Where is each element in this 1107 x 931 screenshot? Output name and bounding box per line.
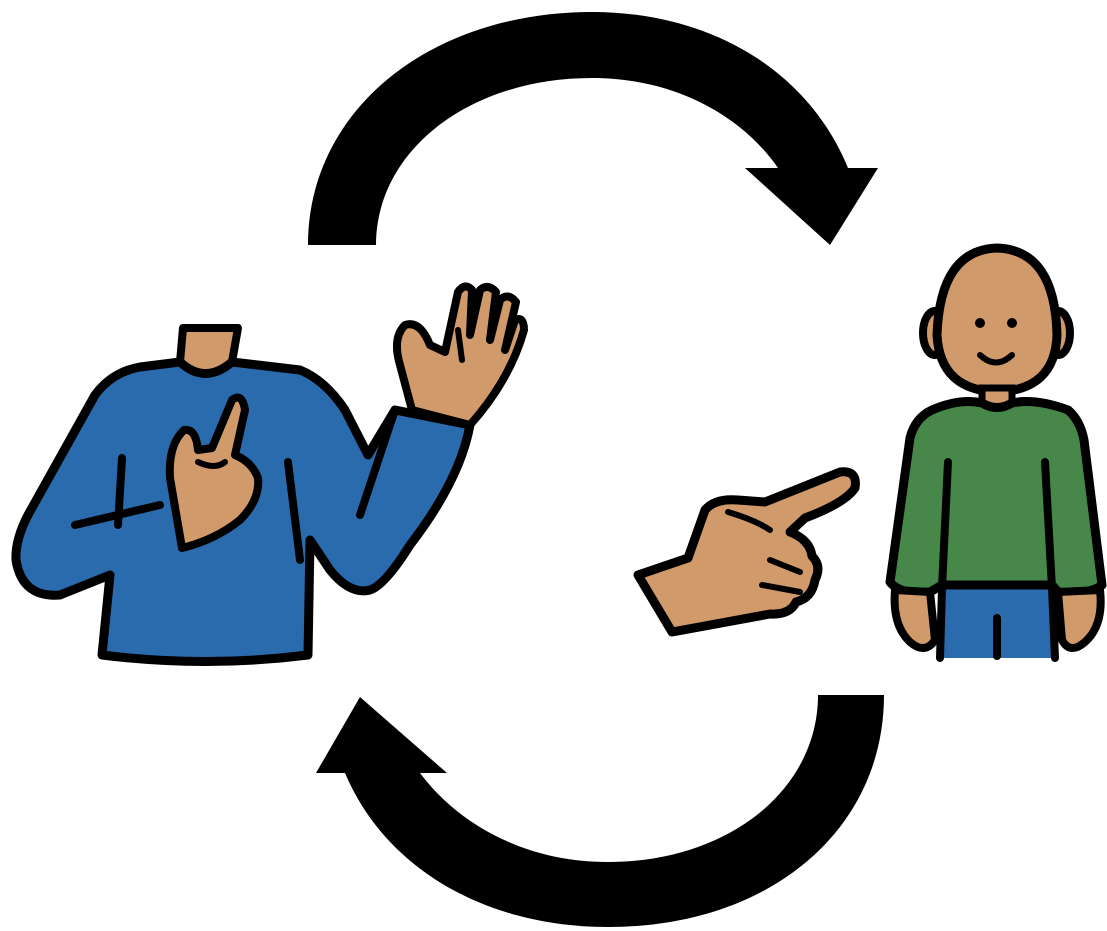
person-pointing-self-icon bbox=[16, 286, 524, 661]
person-smiling-icon bbox=[890, 248, 1102, 658]
cycle-arrow-top-icon bbox=[308, 12, 878, 245]
pointing-hand-icon bbox=[638, 472, 855, 632]
cycle-arrow-bottom-icon bbox=[316, 695, 884, 927]
